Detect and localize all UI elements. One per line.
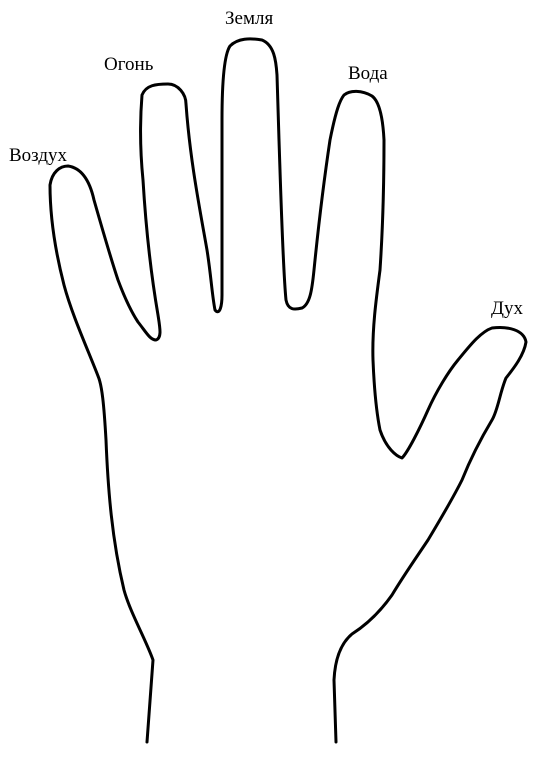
label-spirit: Дух: [491, 299, 523, 318]
hand-outline-path: [50, 39, 526, 742]
label-fire: Огонь: [104, 55, 153, 74]
label-water: Вода: [348, 64, 388, 83]
label-air: Воздух: [9, 146, 67, 165]
label-earth: Земля: [225, 9, 273, 28]
